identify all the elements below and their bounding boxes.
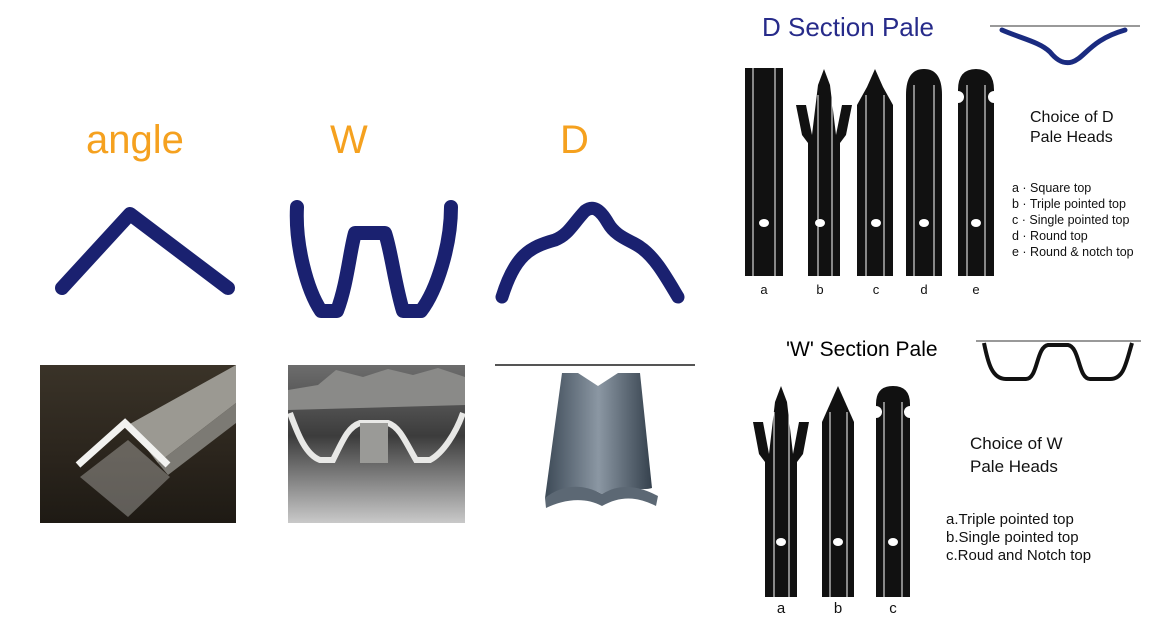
d-option-b: b · Triple pointed top (1012, 197, 1126, 211)
w-choice-heading: Choice of W Pale Heads (970, 434, 1063, 476)
angle-profile-shape (55, 207, 235, 295)
w-pale-b (822, 386, 854, 597)
w-letter-c: c (889, 600, 897, 617)
d-pale-d (906, 69, 942, 276)
d-pale-b (796, 69, 852, 276)
d-letter-c: c (872, 282, 880, 297)
d-option-a: a · Square top (1012, 181, 1092, 195)
d-pale-e (958, 69, 994, 276)
angle-product-photo (40, 365, 236, 523)
w-section-title: 'W' Section Pale (786, 338, 938, 361)
w-profile-shape (289, 200, 458, 318)
d-pale-heads-illustration (745, 68, 994, 276)
w-options-list: a.Triple pointed top b.Single pointed to… (946, 511, 1091, 565)
d-option-c: c · Single pointed top (1012, 213, 1130, 227)
d-option-e: e · Round & notch top (1012, 245, 1134, 259)
d-product-photo (540, 368, 670, 513)
d-profile-shape (495, 201, 685, 304)
d-letter-e: e (972, 282, 980, 297)
d-pale-c (857, 69, 893, 276)
w-pale-heads-illustration (753, 386, 910, 597)
d-options-list: a · Square top b · Triple pointed top c … (1012, 180, 1134, 260)
w-product-photo (288, 365, 465, 523)
w-option-c: c.Roud and Notch top (946, 547, 1092, 564)
w-pale-c (876, 386, 910, 597)
w-letter-b: b (833, 600, 843, 617)
label-d: D (560, 118, 589, 162)
d-section-title: D Section Pale (762, 12, 934, 42)
label-angle: angle (86, 118, 184, 162)
w-letter-a: a (776, 600, 786, 617)
w-section-diagram (976, 340, 1141, 381)
d-letter-b: b (816, 282, 824, 297)
w-option-b: b.Single pointed top (946, 529, 1079, 546)
d-photo-divider (495, 364, 695, 366)
w-option-a: a.Triple pointed top (946, 511, 1074, 528)
d-section-diagram (990, 25, 1140, 66)
d-option-d: d · Round top (1012, 229, 1088, 243)
label-w: W (330, 118, 368, 162)
d-letter-a: a (760, 282, 768, 297)
w-pale-a (753, 386, 809, 597)
d-letter-d: d (920, 282, 928, 297)
d-choice-heading: Choice of D Pale Heads (1030, 109, 1114, 146)
d-pale-a (745, 68, 783, 276)
